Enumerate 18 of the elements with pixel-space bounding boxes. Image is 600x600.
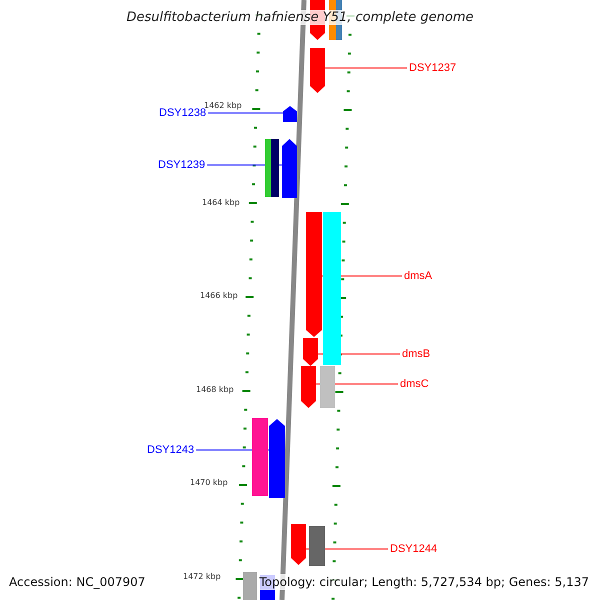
- position-label: 1466 kbp: [200, 291, 238, 301]
- gene-label: dmsC: [400, 377, 429, 391]
- gene-label: dmsA: [404, 269, 432, 283]
- leader-line: [208, 112, 284, 114]
- position-label: 1462 kbp: [204, 101, 242, 110]
- gene-label: DSY1237: [409, 61, 456, 75]
- gene-label: DSY1238: [159, 106, 206, 120]
- accession-text: Accession: NC_007907: [9, 574, 146, 590]
- gene-label: DSY1244: [390, 542, 438, 556]
- genome-summary-text: Topology: circular; Length: 5,727,534 bp; Genes: 5,137: [259, 574, 589, 590]
- position-label: 1464 kbp: [202, 198, 240, 208]
- title: Desulfitobacterium hafniense Y51, complete genome: [0, 9, 600, 27]
- position-label: 1472 kbp: [183, 572, 221, 582]
- position-label: 1470 kbp: [190, 478, 228, 488]
- gene-label: DSY1239: [158, 158, 206, 172]
- gene-label: dmsB: [402, 347, 430, 361]
- gene-label: DSY1243: [147, 443, 194, 457]
- position-label: 1468 kbp: [196, 385, 234, 395]
